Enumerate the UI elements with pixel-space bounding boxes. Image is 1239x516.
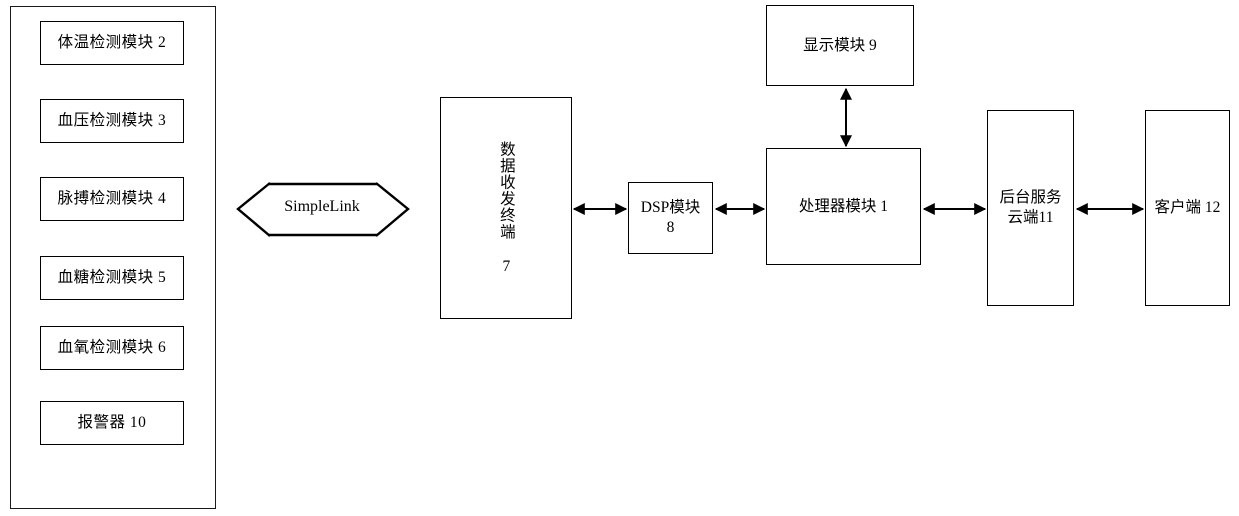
sensor-label-blood-oxygen: 血氧检测模块 6 [57, 339, 167, 357]
backend-cloud-label-line1: 后台服务 [999, 189, 1062, 207]
client-terminal-box[interactable]: 客户端 12 [1145, 110, 1230, 306]
sensor-label-alarm: 报警器 10 [77, 414, 147, 432]
sensor-box-blood-pressure[interactable]: 血压检测模块 3 [40, 99, 184, 143]
sensor-box-temperature[interactable]: 体温检测模块 2 [40, 21, 184, 65]
processor-module-box[interactable]: 处理器模块 1 [766, 148, 921, 265]
sensor-label-blood-pressure: 血压检测模块 3 [57, 112, 167, 130]
simplelink-label: SimpleLink [284, 198, 360, 215]
dsp-module-number: 8 [666, 219, 675, 236]
display-module-label: 显示模块 9 [803, 36, 877, 54]
backend-cloud-label-line2: 云端11 [1007, 209, 1054, 226]
sensor-box-blood-glucose[interactable]: 血糖检测模块 5 [40, 256, 184, 300]
sensor-box-pulse[interactable]: 脉搏检测模块 4 [40, 177, 184, 221]
sensor-label-temperature: 体温检测模块 2 [57, 34, 167, 52]
display-module-box[interactable]: 显示模块 9 [766, 5, 914, 86]
sensor-box-blood-oxygen[interactable]: 血氧检测模块 6 [40, 326, 184, 370]
data-transceiver-terminal-box[interactable]: 数据收发终端 7 [440, 97, 572, 319]
processor-module-label: 处理器模块 1 [798, 197, 889, 215]
sensor-box-alarm[interactable]: 报警器 10 [40, 401, 184, 445]
client-terminal-label: 客户端 12 [1154, 199, 1221, 217]
sensor-label-blood-glucose: 血糖检测模块 5 [57, 269, 167, 287]
sensor-label-pulse: 脉搏检测模块 4 [57, 190, 167, 208]
data-transceiver-terminal-label: 数据收发终端 7 [497, 140, 515, 276]
backend-cloud-service-box[interactable]: 后台服务 云端11 [987, 110, 1074, 306]
dsp-module-label: DSP模块 [640, 199, 701, 217]
dsp-module-box[interactable]: DSP模块 8 [628, 182, 713, 254]
